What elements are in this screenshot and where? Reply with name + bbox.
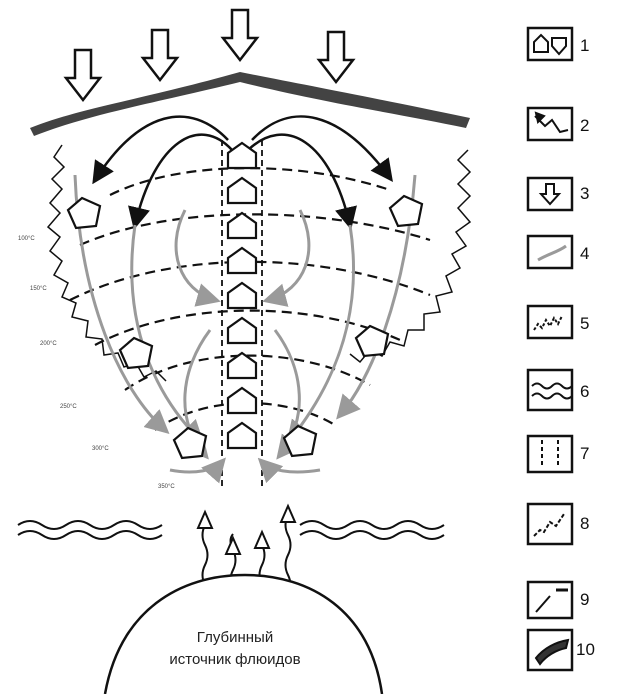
legend-number-9: 9: [580, 590, 589, 610]
temp-label: 350°C: [158, 484, 175, 490]
legend-number-1: 1: [580, 36, 589, 56]
down-arrow-icon: [319, 32, 353, 82]
mineral-crystal-icon: [228, 248, 256, 273]
temp-label: 250°C: [60, 404, 77, 410]
temp-label: 300°C: [92, 446, 109, 452]
temp-label: 100°C: [18, 236, 35, 242]
legend-icons: [528, 28, 572, 670]
legend-number-6: 6: [580, 382, 589, 402]
down-arrow-icon: [223, 10, 257, 60]
outflow-arrows: [95, 116, 390, 225]
mineral-crystal-icon: [228, 178, 256, 203]
legend-number-5: 5: [580, 314, 589, 334]
legend-number-7: 7: [580, 444, 589, 464]
mineral-crystal-icon: [228, 423, 256, 448]
down-arrow-icon: [66, 50, 100, 100]
mineral-crystal-icon: [228, 388, 256, 413]
mineral-crystal-icon: [228, 213, 256, 238]
temperature-labels: 100°C 150°C 200°C 250°C 300°C 350°C: [18, 236, 175, 490]
down-arrow-icon: [143, 30, 177, 80]
legend-number-8: 8: [580, 514, 589, 534]
source-label-line1: Глубинный: [130, 628, 340, 648]
mineral-crystal-icon: [228, 318, 256, 343]
temp-label: 200°C: [40, 341, 57, 347]
source-label-line2: источник флюидов: [130, 650, 340, 670]
legend-number-3: 3: [580, 184, 589, 204]
temp-label: 150°C: [30, 286, 47, 292]
legend-number-2: 2: [580, 116, 589, 136]
conduit-minerals: [228, 143, 256, 448]
mineral-crystal-icon: [228, 283, 256, 308]
legend-number-10: 10: [576, 640, 595, 660]
legend-number-4: 4: [580, 244, 589, 264]
